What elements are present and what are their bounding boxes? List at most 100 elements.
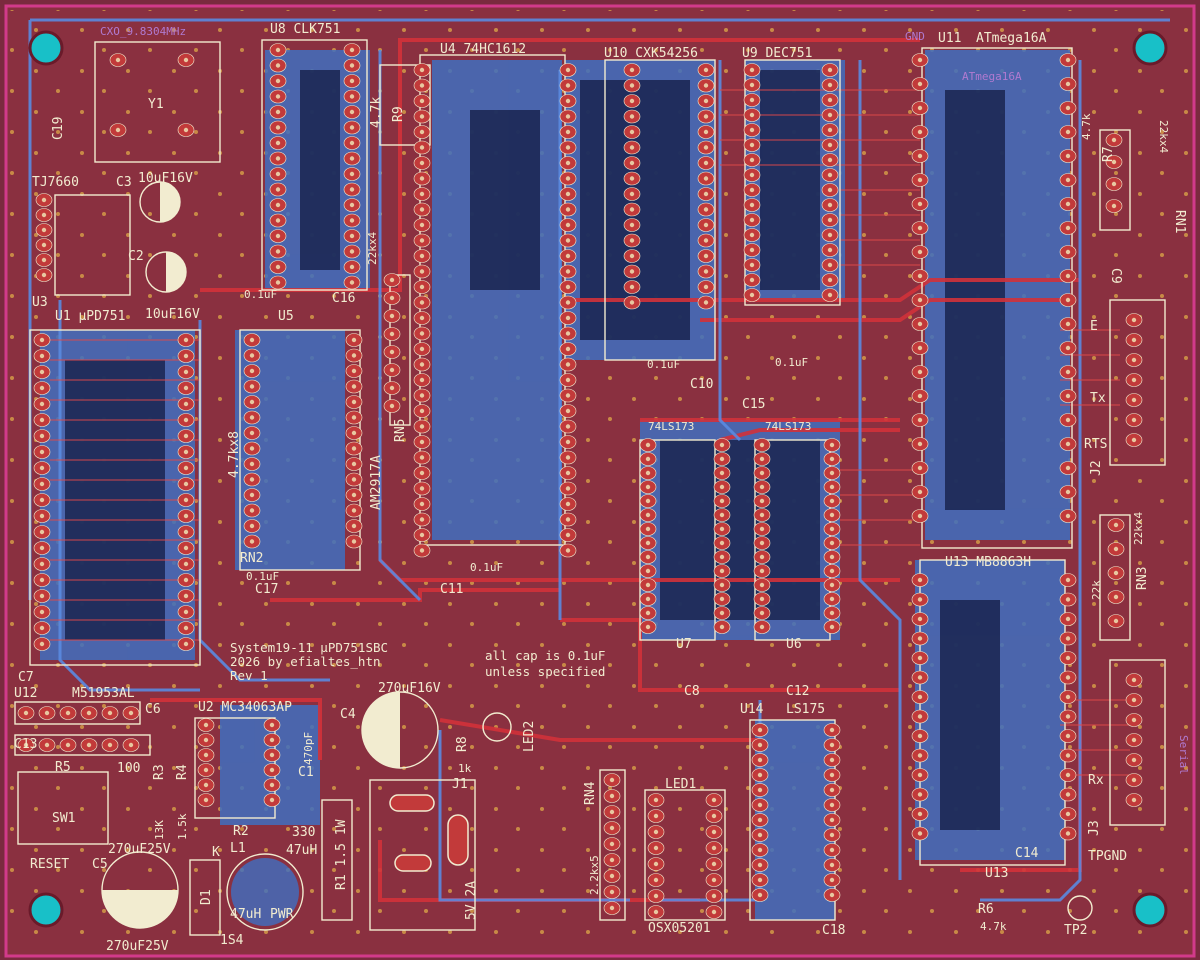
label-c11v: 0.1uF bbox=[470, 561, 503, 574]
label-u3: U3 bbox=[32, 295, 48, 310]
drill-hole bbox=[827, 202, 833, 208]
drill-hole bbox=[183, 127, 189, 133]
label-rn4: RN4 bbox=[583, 781, 598, 805]
drill-hole bbox=[39, 385, 45, 391]
drill-hole bbox=[917, 811, 923, 817]
drill-hole bbox=[249, 492, 255, 498]
power-jack-slots bbox=[389, 794, 469, 872]
drill-hole bbox=[749, 247, 755, 253]
drill-hole bbox=[565, 346, 571, 352]
drill-hole bbox=[827, 217, 833, 223]
drill-hole bbox=[565, 455, 571, 460]
drill-hole bbox=[349, 63, 355, 68]
label-u11: U11 bbox=[938, 31, 961, 46]
drill-hole bbox=[419, 455, 425, 460]
drill-hole bbox=[719, 624, 725, 630]
drill-hole bbox=[389, 331, 395, 337]
drill-hole bbox=[183, 625, 189, 631]
drill-hole bbox=[23, 742, 29, 748]
drill-hole bbox=[39, 369, 45, 375]
drill-hole bbox=[917, 792, 923, 797]
drill-hole bbox=[349, 218, 355, 223]
drill-hole bbox=[249, 508, 255, 513]
drill-hole bbox=[653, 893, 659, 899]
drill-hole bbox=[1131, 757, 1137, 763]
drill-hole bbox=[419, 98, 425, 104]
drill-hole bbox=[645, 498, 651, 504]
drill-hole bbox=[565, 284, 571, 290]
drill-hole bbox=[629, 145, 635, 150]
drill-hole bbox=[349, 264, 355, 270]
drill-hole bbox=[41, 212, 47, 218]
label-r2v: 330 bbox=[292, 825, 315, 840]
drill-hole bbox=[351, 508, 357, 513]
drill-hole bbox=[349, 78, 355, 84]
drill-hole bbox=[565, 238, 571, 243]
drill-hole bbox=[419, 439, 425, 445]
drill-hole bbox=[829, 877, 835, 883]
label-rn3k: 22k bbox=[1090, 580, 1103, 600]
drill-hole bbox=[703, 129, 709, 135]
drill-hole bbox=[757, 862, 763, 868]
drill-hole bbox=[275, 218, 281, 223]
drill-hole bbox=[203, 752, 209, 758]
label-r8: R8 bbox=[455, 736, 470, 752]
drill-hole bbox=[39, 465, 45, 471]
mounting-hole-icon bbox=[1132, 30, 1168, 66]
drill-hole bbox=[1065, 489, 1071, 495]
drill-hole bbox=[275, 156, 281, 161]
drill-hole bbox=[917, 153, 923, 159]
drill-hole bbox=[419, 548, 425, 553]
label-r3v: 13K bbox=[153, 820, 166, 840]
label-j1: J1 bbox=[452, 777, 468, 792]
label-c1: C1 bbox=[298, 765, 314, 780]
label-rn1: RN1 bbox=[1172, 210, 1187, 233]
drill-hole bbox=[629, 98, 635, 104]
drill-hole bbox=[829, 787, 835, 793]
drill-hole bbox=[917, 694, 923, 700]
drill-hole bbox=[275, 233, 281, 239]
drill-hole bbox=[107, 710, 113, 716]
label-u1: U1 μPD751 bbox=[55, 309, 125, 324]
drill-hole bbox=[39, 449, 45, 455]
drill-hole bbox=[719, 610, 725, 616]
drill-hole bbox=[609, 777, 615, 783]
label-c5v2: 270uF25V bbox=[106, 939, 169, 954]
drill-hole bbox=[759, 456, 765, 462]
drill-hole bbox=[609, 905, 615, 911]
drill-hole bbox=[419, 269, 425, 274]
drill-hole bbox=[609, 793, 615, 799]
drill-hole bbox=[1065, 441, 1071, 447]
drill-hole bbox=[565, 424, 571, 429]
drill-hole bbox=[703, 253, 709, 259]
drill-hole bbox=[645, 442, 651, 448]
drill-hole bbox=[645, 526, 651, 532]
drill-hole bbox=[703, 207, 709, 212]
drill-hole bbox=[183, 545, 189, 551]
drill-hole bbox=[917, 441, 923, 447]
drill-hole bbox=[249, 461, 255, 467]
drill-hole bbox=[1065, 201, 1071, 207]
drill-hole bbox=[917, 225, 923, 231]
label-rn2: RN2 bbox=[240, 551, 263, 566]
drill-hole bbox=[719, 582, 725, 588]
label-c12: C12 bbox=[786, 684, 809, 699]
drill-hole bbox=[827, 82, 833, 88]
drill-hole bbox=[39, 577, 45, 583]
drill-hole bbox=[39, 433, 45, 439]
drill-hole bbox=[1065, 369, 1071, 375]
drill-hole bbox=[1065, 792, 1071, 797]
drill-hole bbox=[249, 446, 255, 451]
drill-hole bbox=[609, 809, 615, 815]
drill-hole bbox=[757, 772, 763, 778]
drill-hole bbox=[1065, 831, 1071, 836]
drill-hole bbox=[757, 847, 763, 853]
drill-hole bbox=[827, 142, 833, 148]
drill-hole bbox=[41, 197, 47, 203]
drill-hole bbox=[759, 540, 765, 546]
drill-hole bbox=[565, 67, 571, 73]
drill-hole bbox=[249, 523, 255, 529]
drill-hole bbox=[759, 512, 765, 518]
drill-hole bbox=[827, 127, 833, 133]
drill-hole bbox=[183, 481, 189, 487]
